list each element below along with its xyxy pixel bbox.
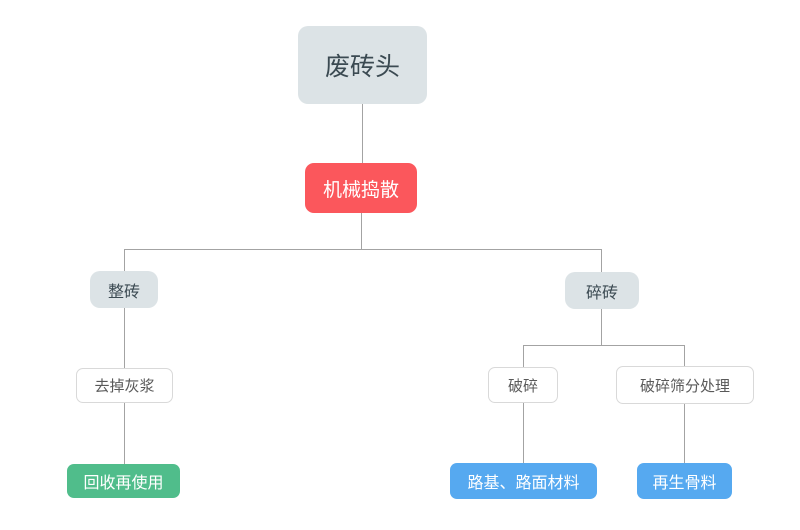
node-whole-brick-label: 整砖 bbox=[107, 283, 140, 301]
connector-to-whole bbox=[124, 249, 125, 271]
node-road-material: 路基、路面材料 bbox=[450, 463, 597, 499]
connector-mortar-recycle bbox=[124, 403, 125, 464]
node-waste-brick-label: 废砖头 bbox=[324, 53, 400, 81]
connector-process-down bbox=[361, 213, 362, 249]
node-broken-brick: 碎砖 bbox=[565, 272, 639, 309]
node-crush-screening-label: 破碎筛分处理 bbox=[639, 377, 730, 395]
node-crush-label: 破碎 bbox=[507, 377, 538, 395]
node-broken-brick-label: 碎砖 bbox=[585, 284, 618, 302]
node-crush-screening: 破碎筛分处理 bbox=[616, 366, 754, 404]
connector-crush-road bbox=[523, 403, 524, 463]
node-road-material-label: 路基、路面材料 bbox=[467, 475, 580, 492]
node-crush: 破碎 bbox=[488, 367, 558, 403]
connector-broken-down bbox=[601, 309, 602, 345]
node-waste-brick: 废砖头 bbox=[298, 26, 427, 104]
connector-branch1-horizontal bbox=[124, 249, 602, 250]
connector-to-screen bbox=[684, 345, 685, 366]
node-whole-brick: 整砖 bbox=[90, 271, 158, 308]
connector-whole-mortar bbox=[124, 308, 125, 368]
connector-root-process bbox=[362, 104, 363, 163]
node-mechanical-breaking: 机械捣散 bbox=[305, 163, 417, 213]
connector-branch2-horizontal bbox=[523, 345, 685, 346]
node-recycled-aggregate-label: 再生骨料 bbox=[652, 475, 717, 492]
node-recycled-aggregate: 再生骨料 bbox=[637, 463, 732, 499]
node-recycle-reuse: 回收再使用 bbox=[67, 464, 180, 498]
connector-screen-aggregate bbox=[684, 404, 685, 463]
node-remove-mortar-label: 去掉灰浆 bbox=[94, 378, 155, 395]
connector-to-crush bbox=[523, 345, 524, 367]
node-mechanical-breaking-label: 机械捣散 bbox=[322, 179, 399, 201]
node-recycle-reuse-label: 回收再使用 bbox=[83, 475, 164, 492]
connector-to-broken bbox=[601, 249, 602, 272]
node-remove-mortar: 去掉灰浆 bbox=[76, 368, 173, 403]
